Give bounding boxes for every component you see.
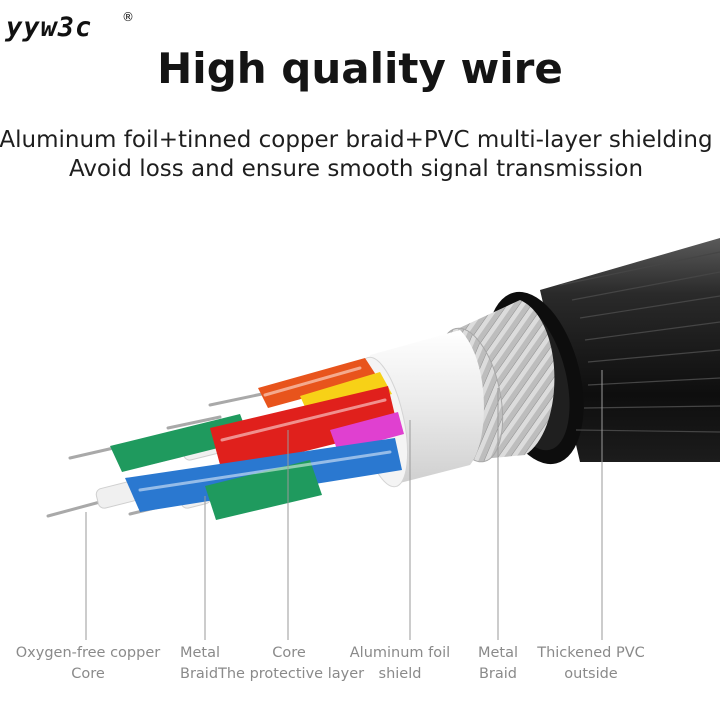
label-core-line1: Core xyxy=(272,645,306,661)
label-aluminum-foil-line1: Aluminum foil xyxy=(349,645,451,661)
label-thickened-pvc-line1: Thickened PVC xyxy=(537,645,645,661)
subtitle-line-2: Avoid loss and ensure smooth signal tran… xyxy=(68,156,644,182)
wire-bundle xyxy=(46,358,404,520)
label-metal-braid-inner-line2: Braid xyxy=(180,666,219,682)
label-aluminum-foil-shield: Aluminum foil shield xyxy=(345,643,455,685)
label-core-protective-layer: Core The protective layer xyxy=(218,643,365,685)
subtitle-line-1: Aluminum foil+tinned copper braid+PVC mu… xyxy=(0,127,713,153)
label-metal-braid-outer-line2: Braid xyxy=(478,666,518,682)
registered-mark: ® xyxy=(122,10,134,24)
label-core-line2: The protective layer xyxy=(218,666,365,682)
label-oxygen-free-copper: Oxygen-free copper Core xyxy=(8,643,168,685)
label-oxygen-free-copper-line1: Oxygen-free copper xyxy=(15,645,161,661)
label-aluminum-foil-line2: shield xyxy=(378,666,422,682)
label-oxygen-free-copper-line2: Core xyxy=(71,666,105,682)
label-thickened-pvc-line2: outside xyxy=(564,666,618,682)
label-metal-braid-inner: Metal Braid xyxy=(180,643,240,685)
brand-logo: yyw3c xyxy=(6,12,93,43)
callout-lines xyxy=(85,370,603,640)
page-title: High quality wire xyxy=(157,44,563,93)
label-metal-braid-outer: Metal Braid xyxy=(470,643,526,685)
label-metal-braid-inner-line1: Metal xyxy=(180,645,221,661)
label-metal-braid-outer-line1: Metal xyxy=(477,645,519,661)
label-thickened-pvc: Thickened PVC outside xyxy=(535,643,647,685)
